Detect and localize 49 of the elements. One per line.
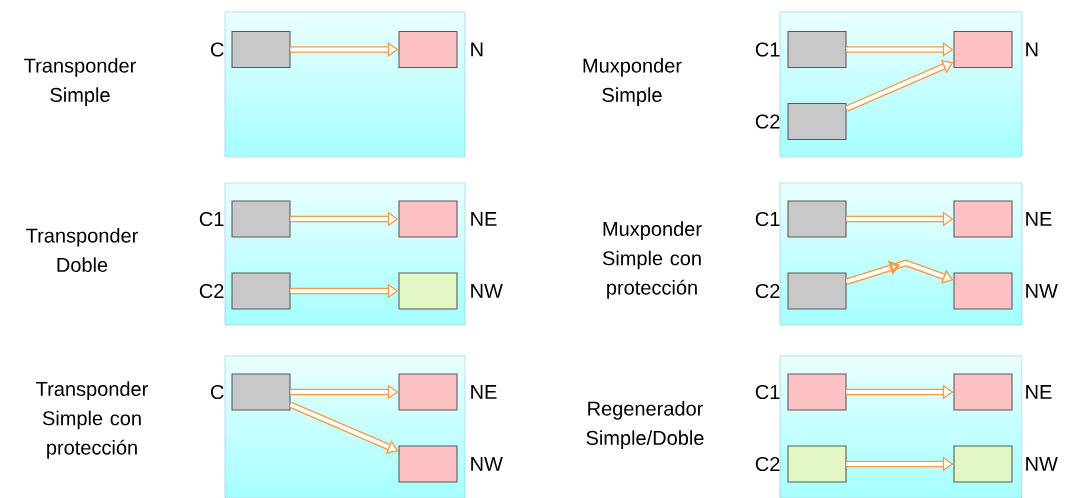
port-box xyxy=(953,272,1013,310)
panel-title: Transponder Simple con protección xyxy=(36,381,148,459)
port-label: C1 xyxy=(755,42,780,57)
arrow xyxy=(845,259,954,285)
port-label: NW xyxy=(471,284,503,298)
port-box xyxy=(398,272,458,310)
port-label: NE xyxy=(1026,385,1052,399)
panel-title: Transponder Simple xyxy=(24,58,136,106)
port-label: N xyxy=(1026,42,1038,57)
port-box xyxy=(398,200,458,238)
panel-title: Muxponder Simple con protección xyxy=(602,221,702,299)
port-label: NW xyxy=(471,457,503,471)
port-label: C2 xyxy=(755,114,780,129)
port-box xyxy=(398,30,458,69)
port-box xyxy=(787,200,847,238)
port-box xyxy=(231,200,291,238)
port-label: NE xyxy=(471,212,497,226)
port-box xyxy=(787,30,847,69)
panel-title: Transponder Doble xyxy=(26,228,138,272)
port-box xyxy=(231,30,291,69)
port-label: C1 xyxy=(755,211,780,227)
port-box xyxy=(398,445,458,483)
panel-title: Regenerador Simple/Doble xyxy=(586,401,704,449)
port-box xyxy=(953,30,1013,69)
port-label: C xyxy=(211,384,224,400)
port-label: N xyxy=(471,42,483,57)
port-label: NE xyxy=(1026,212,1052,226)
port-label: C2 xyxy=(755,456,780,472)
port-box xyxy=(787,373,847,411)
port-label: NW xyxy=(1026,284,1058,298)
port-box xyxy=(787,272,847,310)
port-label: C1 xyxy=(199,211,224,227)
port-label: C2 xyxy=(199,283,224,299)
port-box xyxy=(953,373,1013,411)
port-box xyxy=(953,200,1013,238)
port-label: NW xyxy=(1026,457,1058,471)
port-label: NE xyxy=(471,385,497,399)
port-box xyxy=(231,272,291,310)
port-box xyxy=(398,373,458,411)
port-label: C2 xyxy=(755,283,780,299)
port-box xyxy=(231,373,291,411)
arrow xyxy=(289,401,399,454)
arrow xyxy=(845,59,954,112)
port-label: C1 xyxy=(755,384,780,400)
panel-title: Muxponder Simple xyxy=(583,58,682,106)
port-box xyxy=(953,445,1013,483)
port-box xyxy=(787,102,847,141)
port-label: C xyxy=(211,42,224,57)
port-box xyxy=(787,445,847,483)
